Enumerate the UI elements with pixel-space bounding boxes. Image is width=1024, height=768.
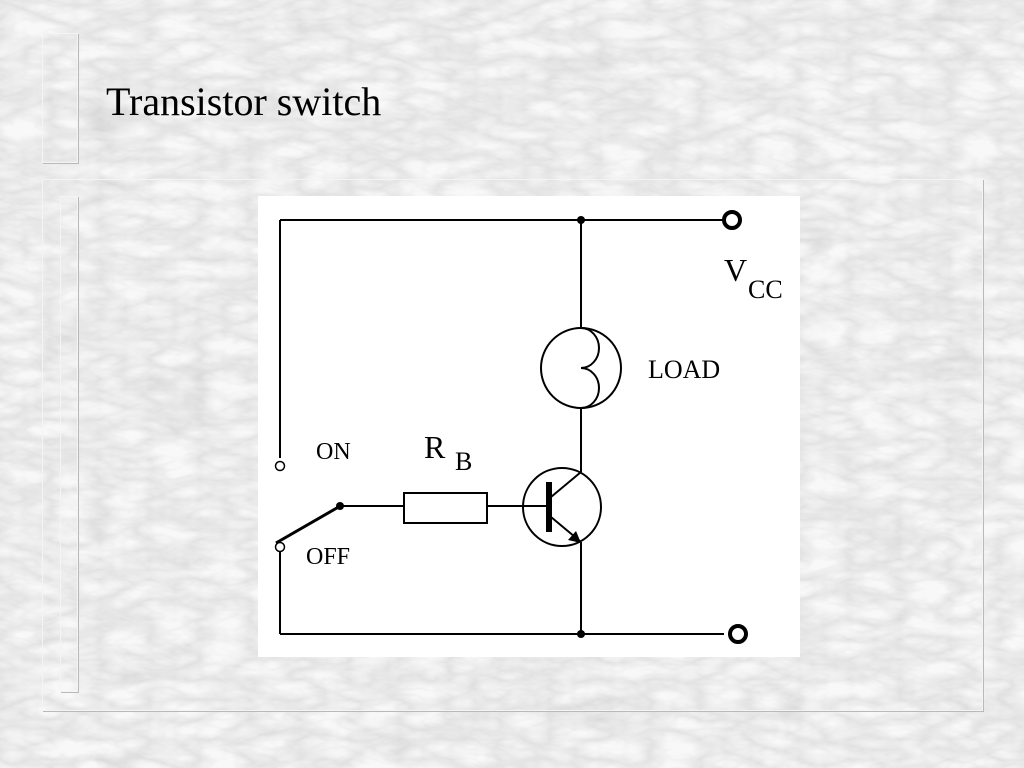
resistor-rb [403,492,488,524]
vcc-label: V [724,252,747,288]
content-frame [42,179,983,711]
bottom-junction-dot [577,630,585,638]
title-accent-bar [42,33,78,163]
off-label: OFF [306,544,350,570]
load-label: LOAD [648,355,720,384]
vcc-terminal [722,210,742,230]
vcc-subscript: CC [748,275,783,304]
on-contact [274,460,286,472]
top-junction-dot [577,216,585,224]
rb-label: R [424,429,446,465]
load-symbol [540,327,622,409]
content-accent-bar [60,196,78,692]
switch-pivot [336,502,344,510]
off-contact [274,541,286,553]
slide-title: Transistor switch [106,79,382,124]
transistor-npn [522,467,602,547]
rb-subscript: B [455,447,472,476]
switch-blade[interactable] [275,503,343,545]
ground-terminal [728,624,748,644]
on-label: ON [316,439,351,465]
transistor-switch-circuit: V CC LOAD R B ON OFF [258,196,800,657]
